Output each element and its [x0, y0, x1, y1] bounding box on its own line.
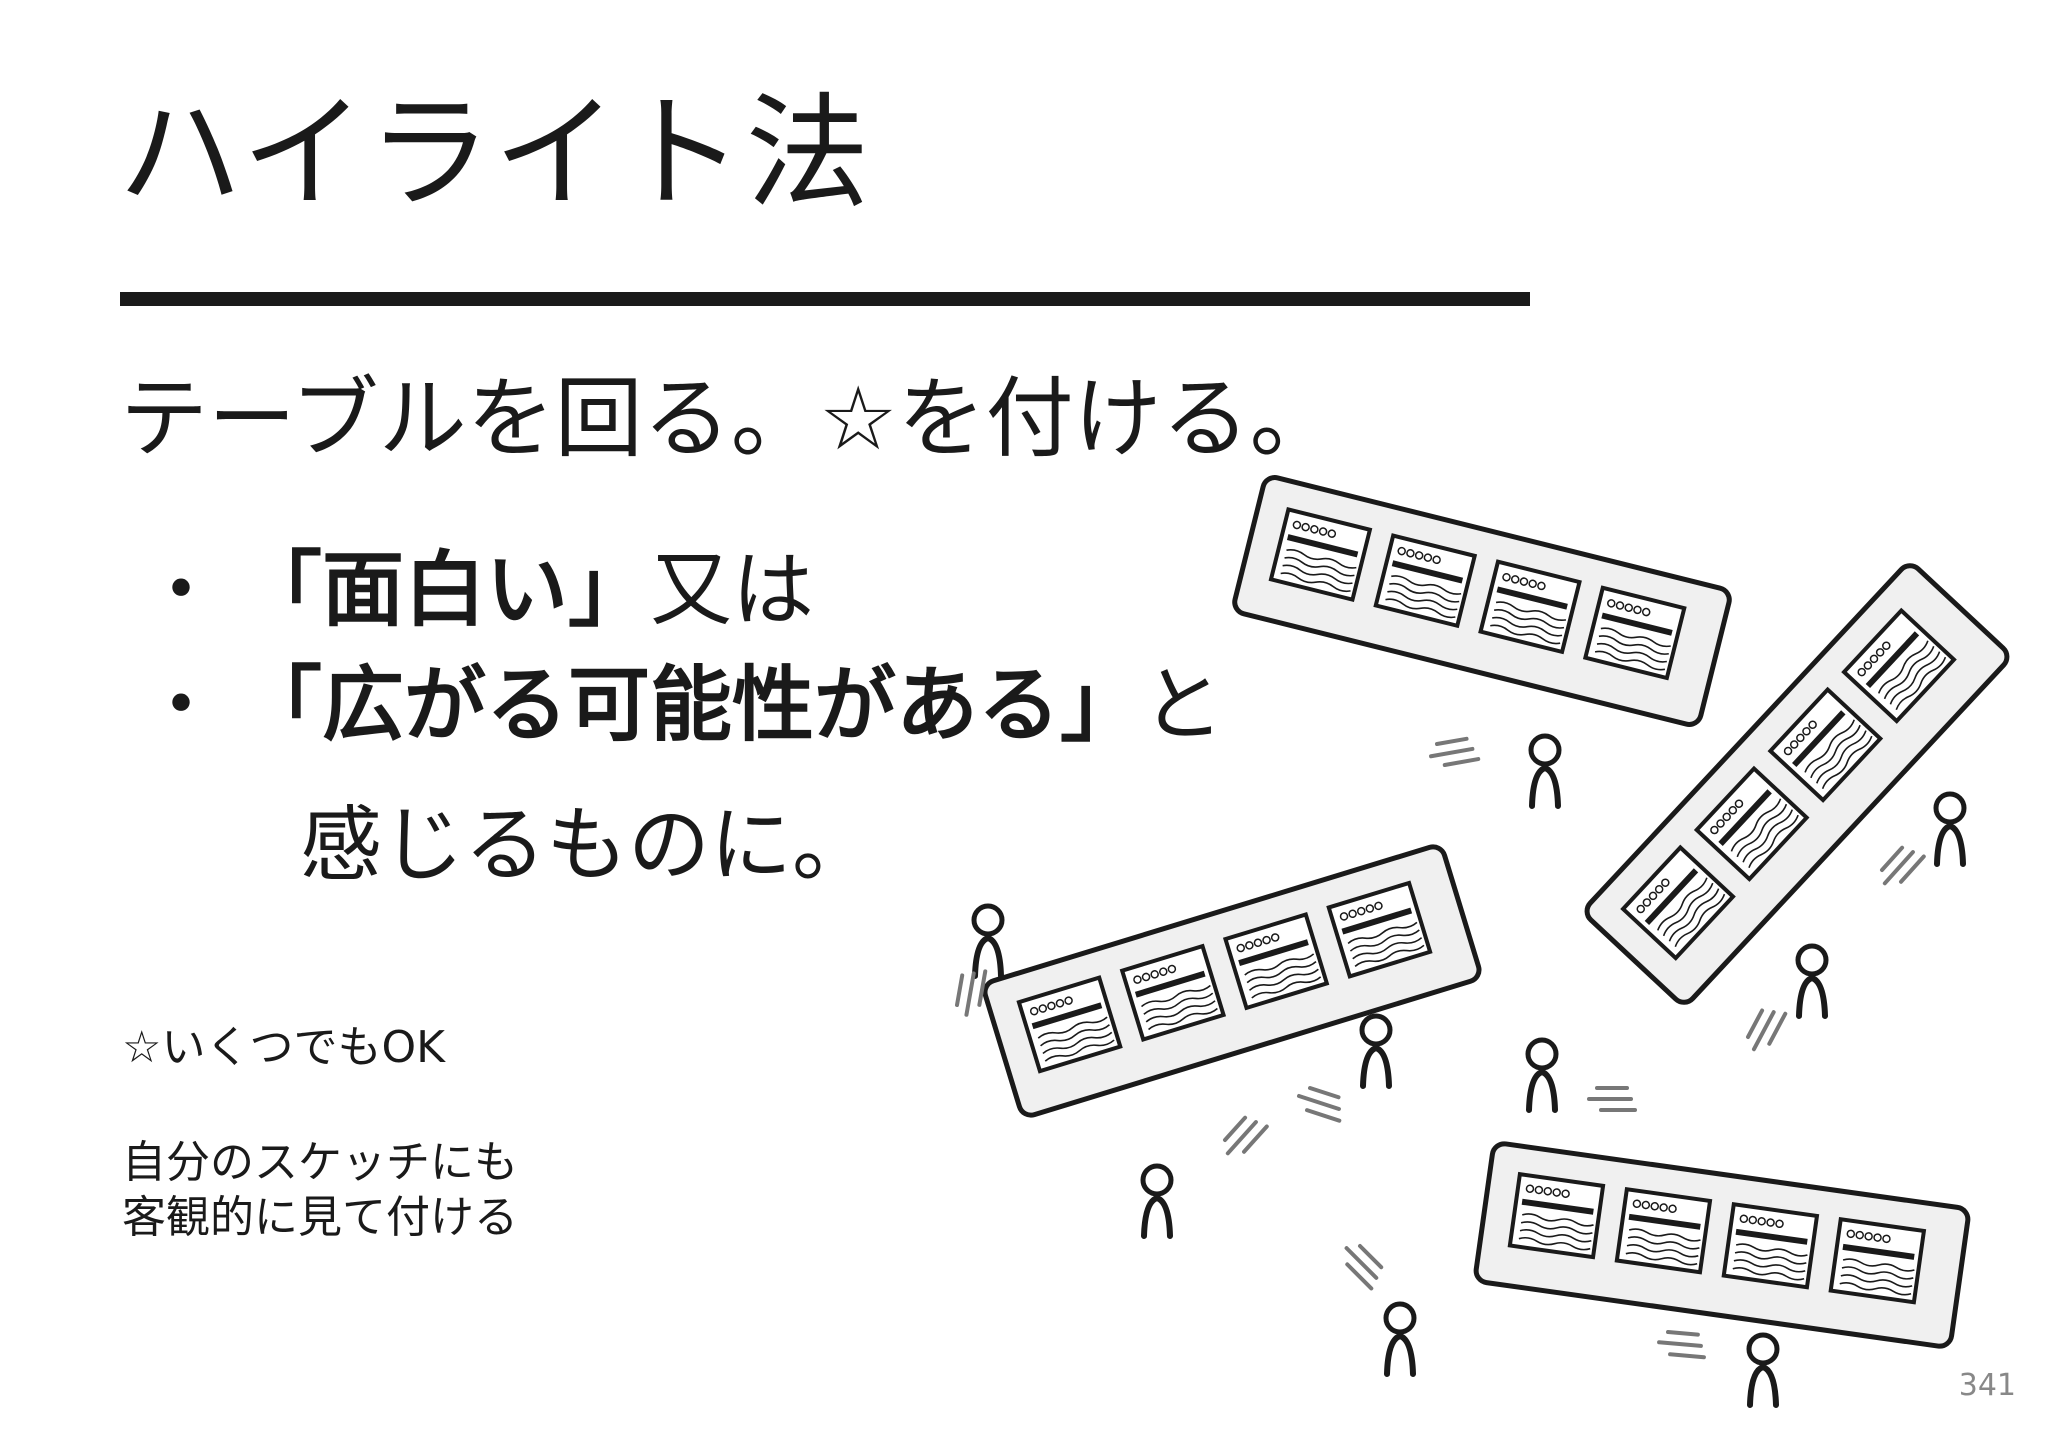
bullet-marker: ・: [140, 543, 223, 638]
bullet-marker: ・: [140, 658, 223, 753]
table: [1584, 563, 2010, 1005]
person: [1140, 1163, 1174, 1239]
motion-lines: [1587, 1086, 1637, 1112]
bullet-continuation: 感じるものに。: [300, 798, 875, 893]
person: [1383, 1301, 1417, 1377]
person: [1746, 1332, 1780, 1408]
motion-lines: [1880, 845, 1926, 886]
person: [1795, 943, 1829, 1019]
slide-title: ハイライト法: [118, 82, 872, 226]
sketch-sheet: [1620, 844, 1736, 961]
sketch-sheet: [1582, 585, 1687, 681]
note-own-sketch: 自分のスケッチにも 客観的に見て付ける: [122, 1135, 518, 1245]
sketch-sheet: [1268, 507, 1373, 603]
sketch-sheet: [1373, 533, 1478, 629]
sketch-sheet: [1828, 1217, 1927, 1305]
title-underline: [120, 292, 1530, 306]
sketch-sheet: [1693, 765, 1810, 882]
motion-lines: [1657, 1330, 1706, 1360]
sketch-sheet: [1222, 912, 1330, 1011]
sketch-sheet: [1326, 880, 1433, 979]
bullet-emphasis: 「広がる可能性がある」: [240, 658, 1143, 753]
motion-lines: [1429, 736, 1481, 767]
sketch-sheet: [1478, 559, 1582, 655]
person: [1528, 733, 1562, 809]
sketch-sheet: [1721, 1201, 1820, 1290]
person: [1933, 791, 1967, 867]
note-line: 客観的に見て付ける: [122, 1192, 518, 1243]
person: [1525, 1037, 1559, 1113]
bullet-emphasis: 「面白い」: [240, 543, 651, 638]
person: [971, 903, 1005, 979]
bullet-item-potential: ・「広がる可能性がある」と: [140, 665, 1224, 747]
lead-text: テーブルを回る。☆を付ける。: [120, 367, 1338, 470]
sketch-sheet: [1614, 1186, 1713, 1275]
motion-lines: [1223, 1115, 1269, 1156]
table: [1473, 1141, 1971, 1349]
sketch-sheet: [1016, 975, 1123, 1074]
sketch-sheet: [1841, 607, 1957, 724]
table: [982, 844, 1482, 1118]
motion-lines: [955, 969, 988, 1017]
note-line: 自分のスケッチにも: [122, 1137, 518, 1188]
table: [1232, 475, 1732, 727]
person: [1359, 1013, 1393, 1089]
motion-lines: [1344, 1244, 1384, 1291]
sketch-sheet: [1767, 686, 1884, 803]
motion-lines: [1296, 1086, 1342, 1123]
sketch-sheet: [1119, 943, 1227, 1043]
note-star-any: ☆いくつでもOK: [122, 1022, 445, 1073]
bullet-item-interesting: ・「面白い」又は: [140, 550, 814, 632]
bullet-rest: と: [1142, 658, 1225, 753]
page-number: 341: [1958, 1368, 2016, 1403]
motion-lines: [1746, 1008, 1788, 1052]
bullet-rest: 又は: [650, 543, 815, 638]
sketch-sheet: [1507, 1171, 1606, 1260]
